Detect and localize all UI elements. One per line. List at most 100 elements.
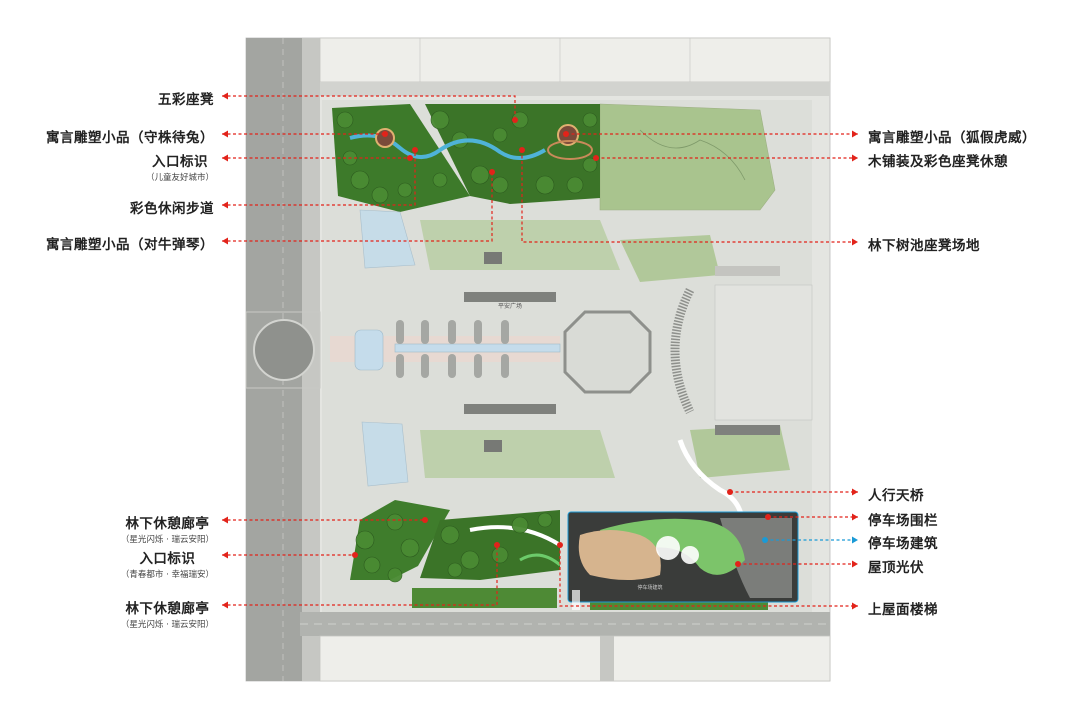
callout-arrowhead bbox=[222, 516, 228, 524]
callout-arrowhead bbox=[852, 130, 858, 138]
solar-roof bbox=[720, 518, 792, 598]
left-callout-line bbox=[222, 95, 516, 120]
right-label-8: 上屋面楼梯 bbox=[868, 598, 938, 618]
callout-arrowhead bbox=[852, 513, 858, 521]
tree-canopy bbox=[491, 176, 509, 194]
parking-label: 停车场建筑 bbox=[637, 584, 662, 591]
tree-canopy bbox=[470, 165, 490, 185]
callout-dot bbox=[412, 147, 418, 153]
left-label-3: 入口标识 （儿童友好城市） bbox=[146, 150, 214, 183]
callout-dot bbox=[519, 147, 525, 153]
tree-canopy bbox=[350, 170, 370, 190]
right-callout-line bbox=[559, 545, 858, 607]
callout-arrowhead bbox=[852, 536, 858, 544]
tree-canopy bbox=[371, 186, 389, 204]
callout-dot bbox=[512, 117, 518, 123]
north-lawn bbox=[599, 103, 776, 211]
label-sculpture-rabbit: 寓言雕塑小品（守株待兔） bbox=[46, 130, 214, 146]
axis-pillar bbox=[448, 354, 456, 378]
north-grove-right bbox=[425, 104, 600, 204]
tree-canopy bbox=[397, 182, 413, 198]
amphitheatre bbox=[670, 287, 695, 414]
tree-canopy bbox=[535, 175, 555, 195]
octagon-plaza bbox=[563, 310, 652, 394]
tree-canopy bbox=[491, 546, 509, 564]
label-entrance-sign-sub: （儿童友好城市） bbox=[145, 173, 214, 183]
label-entrance-sign-2-sub: （青春都市 · 幸福瑞安） bbox=[120, 570, 214, 580]
tree-canopy bbox=[460, 550, 480, 570]
tree-canopy bbox=[537, 512, 553, 528]
tree-canopy bbox=[492, 127, 508, 143]
label-colorful-bench: 五彩座凳 bbox=[158, 92, 214, 108]
label-wood-deck: 木铺装及彩色座凳休憩 bbox=[868, 154, 1008, 170]
tree-canopy bbox=[430, 110, 450, 130]
tree-canopy bbox=[400, 538, 420, 558]
wood-deck bbox=[547, 140, 593, 160]
label-tree-pool-seating: 林下树池座凳场地 bbox=[868, 238, 980, 254]
tree-canopy bbox=[582, 112, 598, 128]
callout-dot bbox=[407, 155, 413, 161]
left-label-2: 寓言雕塑小品（守株待兔） bbox=[46, 126, 214, 146]
left-label-7: 入口标识 （青春都市 · 幸福瑞安） bbox=[121, 547, 214, 580]
tree-canopy bbox=[511, 516, 529, 534]
axis-pillar bbox=[474, 320, 482, 344]
callout-dot bbox=[765, 514, 771, 520]
tree-canopy bbox=[336, 111, 354, 129]
label-entrance-sign: 入口标识 bbox=[151, 154, 208, 170]
callout-arrowhead bbox=[222, 92, 228, 100]
left-label-6: 林下休憩廊亭 （星光闪烁 · 瑞云安阳） bbox=[121, 512, 214, 545]
label-colorful-path: 彩色休闲步道 bbox=[130, 201, 214, 217]
label-parking-fence: 停车场围栏 bbox=[868, 513, 938, 529]
callout-arrowhead bbox=[222, 237, 228, 245]
label-entrance-sign-2: 入口标识 bbox=[139, 551, 196, 567]
right-callout-line bbox=[521, 150, 858, 243]
axis-pillar bbox=[421, 320, 429, 344]
label-roof-stairs: 上屋面楼梯 bbox=[868, 602, 938, 618]
callout-arrowhead bbox=[222, 201, 228, 209]
callout-dot bbox=[422, 517, 428, 523]
tree-canopy bbox=[447, 562, 463, 578]
label-pavilion-1: 林下休憩廊亭 bbox=[125, 516, 210, 532]
label-sculpture-fox: 寓言雕塑小品（狐假虎威） bbox=[868, 130, 1036, 146]
left-label-4: 彩色休闲步道 bbox=[130, 197, 214, 217]
callout-arrowhead bbox=[222, 154, 228, 162]
axis-pillar bbox=[474, 354, 482, 378]
left-callout-line bbox=[222, 545, 498, 606]
left-callout-line bbox=[222, 150, 416, 206]
orange-deck bbox=[578, 530, 661, 580]
callout-dot bbox=[557, 542, 563, 548]
axis-pillar bbox=[501, 320, 509, 344]
label-sculpture-ox: 寓言雕塑小品（对牛弹琴） bbox=[46, 237, 214, 253]
left-label-8: 林下休憩廊亭 （星光闪烁 · 瑞云安阳） bbox=[121, 597, 214, 630]
callout-dot bbox=[352, 552, 358, 558]
axis-pillar bbox=[448, 320, 456, 344]
callout-dot bbox=[489, 169, 495, 175]
right-label-6: 停车场建筑 bbox=[868, 532, 938, 552]
sculpture-rabbit bbox=[375, 128, 395, 148]
label-pavilion-1-sub: （星光闪烁 · 瑞云安阳） bbox=[120, 535, 214, 545]
pedestrian-bridge bbox=[677, 439, 745, 521]
callout-arrowhead bbox=[852, 488, 858, 496]
right-label-5: 停车场围栏 bbox=[868, 509, 938, 529]
tree-canopy bbox=[432, 172, 448, 188]
axis-pillar bbox=[421, 354, 429, 378]
tree-canopy bbox=[363, 556, 381, 574]
roundabout bbox=[253, 319, 315, 381]
callout-dot bbox=[762, 537, 768, 543]
left-label-5: 寓言雕塑小品（对牛弹琴） bbox=[46, 233, 214, 253]
callout-dot bbox=[563, 131, 569, 137]
callout-arrowhead bbox=[852, 560, 858, 568]
tree-canopy bbox=[355, 530, 375, 550]
callout-arrowhead bbox=[222, 601, 228, 609]
axis-pillar bbox=[501, 354, 509, 378]
callout-dot bbox=[382, 131, 388, 137]
callout-dot bbox=[494, 542, 500, 548]
axis-pillar bbox=[396, 320, 404, 344]
tree-canopy bbox=[387, 567, 403, 583]
label-pedestrian-bridge: 人行天桥 bbox=[868, 488, 924, 504]
callout-dot bbox=[735, 561, 741, 567]
callout-arrowhead bbox=[222, 130, 228, 138]
callout-arrowhead bbox=[852, 238, 858, 246]
callout-arrowhead bbox=[222, 551, 228, 559]
